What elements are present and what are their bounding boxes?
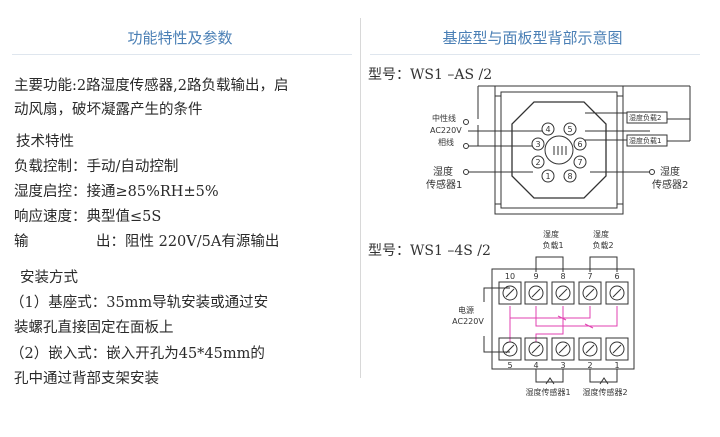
tech-title: 技术特性 [16, 134, 74, 150]
top-terminal-7: 7 [587, 272, 592, 281]
install-2-line2: 孔中通过背部支架安装 [14, 371, 159, 387]
model-2: 型号：WS1 –4S /2 [368, 243, 491, 259]
output-label: 输 [14, 234, 29, 250]
main-function-line1: 主要功能:2路湿度传感器,2路负载输出，启 [14, 78, 289, 94]
pin-6-label: 6 [577, 140, 582, 149]
sensor2-label: 传感器2 [652, 178, 688, 191]
bottom-terminal-3: 3 [560, 361, 565, 370]
pin-4-label: 4 [545, 125, 550, 134]
bottom-sensor2-label: 湿度传感器2 [582, 387, 627, 397]
bottom-terminal-2: 2 [587, 361, 592, 370]
right-header-rule [370, 54, 700, 55]
internal-wire-3 [535, 306, 564, 342]
top-terminal-8: 8 [560, 272, 565, 281]
sensor2-terminal [649, 169, 655, 175]
power-label: 电源 [458, 305, 474, 315]
bottom-terminal-5: 5 [507, 361, 512, 370]
response-speed: 响应速度：典型值≤5S [14, 209, 162, 225]
neutral-terminal [463, 119, 469, 125]
phase-terminal [463, 143, 469, 149]
pin-6 [573, 137, 587, 151]
pin-2 [531, 155, 545, 169]
internal-wire-1 [509, 306, 591, 319]
sensor1-terminal [463, 169, 469, 175]
install-1-line1: （1）基座式：35mm导轨安装或通过安 [10, 295, 269, 311]
terminal-block [491, 268, 635, 370]
load1-box [626, 134, 668, 147]
sensor1-label: 传感器1 [426, 178, 462, 191]
column-divider [360, 18, 361, 378]
pin-7-label: 7 [577, 158, 582, 167]
load2-humidity: 湿度 [593, 229, 609, 239]
pin-3-label: 3 [535, 140, 540, 149]
pin-1-label: 1 [545, 172, 550, 181]
install-1-line2: 装螺孔直接固定在面板上 [14, 320, 174, 336]
pin-7 [573, 155, 587, 169]
sensor2-humidity: 湿度 [660, 165, 680, 178]
socket-outer-frame [494, 85, 624, 215]
neutral-label: 中性线 [432, 113, 456, 123]
socket-inner-frame [500, 91, 618, 209]
load1-humidity: 湿度 [543, 229, 559, 239]
load-control: 负载控制：手动/自动控制 [14, 159, 179, 175]
load2-box [626, 111, 668, 124]
pin-5-label: 5 [567, 125, 572, 134]
internal-wire-2 [535, 306, 618, 327]
pin-8-label: 8 [567, 172, 572, 181]
ac-label-1: AC220V [430, 126, 462, 135]
bottom-terminal-1: 1 [614, 361, 619, 370]
load1-text: 负载1 [542, 240, 563, 250]
socket-center-ring [544, 135, 574, 165]
humidity-start: 湿度启控：接通≥85%RH±5% [14, 184, 219, 200]
bottom-terminal-4: 4 [533, 361, 538, 370]
top-terminal-9: 9 [533, 272, 538, 281]
power-ac-label: AC220V [452, 317, 484, 326]
sensor1-humidity: 湿度 [433, 165, 453, 178]
install-title: 安装方式 [20, 270, 78, 286]
top-terminal-6: 6 [614, 272, 619, 281]
model-1: 型号：WS1 –AS /2 [368, 67, 493, 83]
socket-octagon [511, 101, 607, 199]
pin-1 [541, 169, 555, 183]
load2-label: 湿度负载2 [629, 113, 661, 122]
pin-8 [563, 169, 577, 183]
load2-text: 负载2 [592, 240, 613, 250]
section-header: 功能特性及参数 基座型与面板型背部示意图 [0, 22, 700, 55]
phase-label: 相线 [438, 137, 454, 147]
pin-2-label: 2 [535, 158, 540, 167]
pin-5 [563, 122, 577, 136]
right-section-title: 基座型与面板型背部示意图 [442, 29, 623, 47]
main-function-line2: 动风扇，破坏凝露产生的条件 [14, 102, 203, 118]
load1-label: 湿度负载1 [629, 136, 661, 145]
bottom-sensor1-label: 湿度传感器1 [525, 387, 570, 397]
left-section-title: 功能特性及参数 [127, 29, 233, 47]
left-header-rule [12, 54, 352, 55]
pin-4 [541, 122, 555, 136]
install-2-line1: （2）嵌入式：嵌入开孔为45*45mm的 [10, 346, 265, 362]
output-value: 出：阻性 220V/5A有源输出 [96, 234, 280, 250]
pin-3 [531, 137, 545, 151]
top-terminal-10: 10 [505, 272, 515, 281]
